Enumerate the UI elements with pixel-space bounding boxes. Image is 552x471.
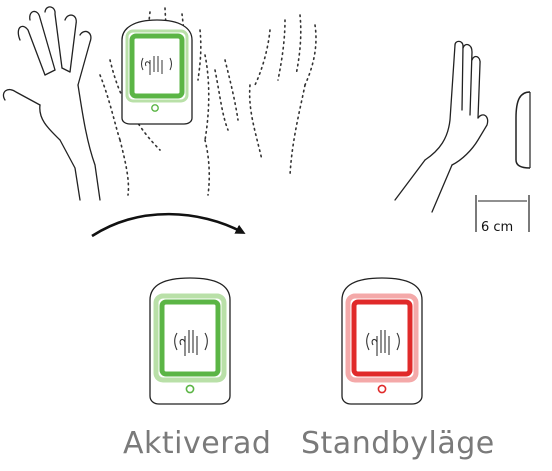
sensor-frame-active [159,299,221,377]
open-hand-illustration [2,6,101,201]
sensor-device-standby [341,277,423,405]
caption-active: Aktiverad [123,426,272,461]
hand-wave-icon [366,330,400,356]
hand-wave-icon [174,330,208,356]
curved-arrow-icon [91,212,246,238]
distance-marker: 6 cm [475,195,530,235]
led-indicator-icon [151,104,159,112]
sensor-frame-small [129,33,185,99]
led-indicator-icon [185,384,195,394]
caption-standby: Standbyläge [301,426,495,461]
hand-wave-icon [141,56,172,75]
led-indicator-icon [377,384,387,394]
sensor-frame-standby [351,299,413,377]
side-view-hand [394,40,489,213]
wall-sensor-side [515,91,531,169]
dotted-hands-right [214,14,317,176]
sensor-device-active [149,277,231,405]
distance-label: 6 cm [481,220,513,235]
sensor-device-small [121,19,193,125]
